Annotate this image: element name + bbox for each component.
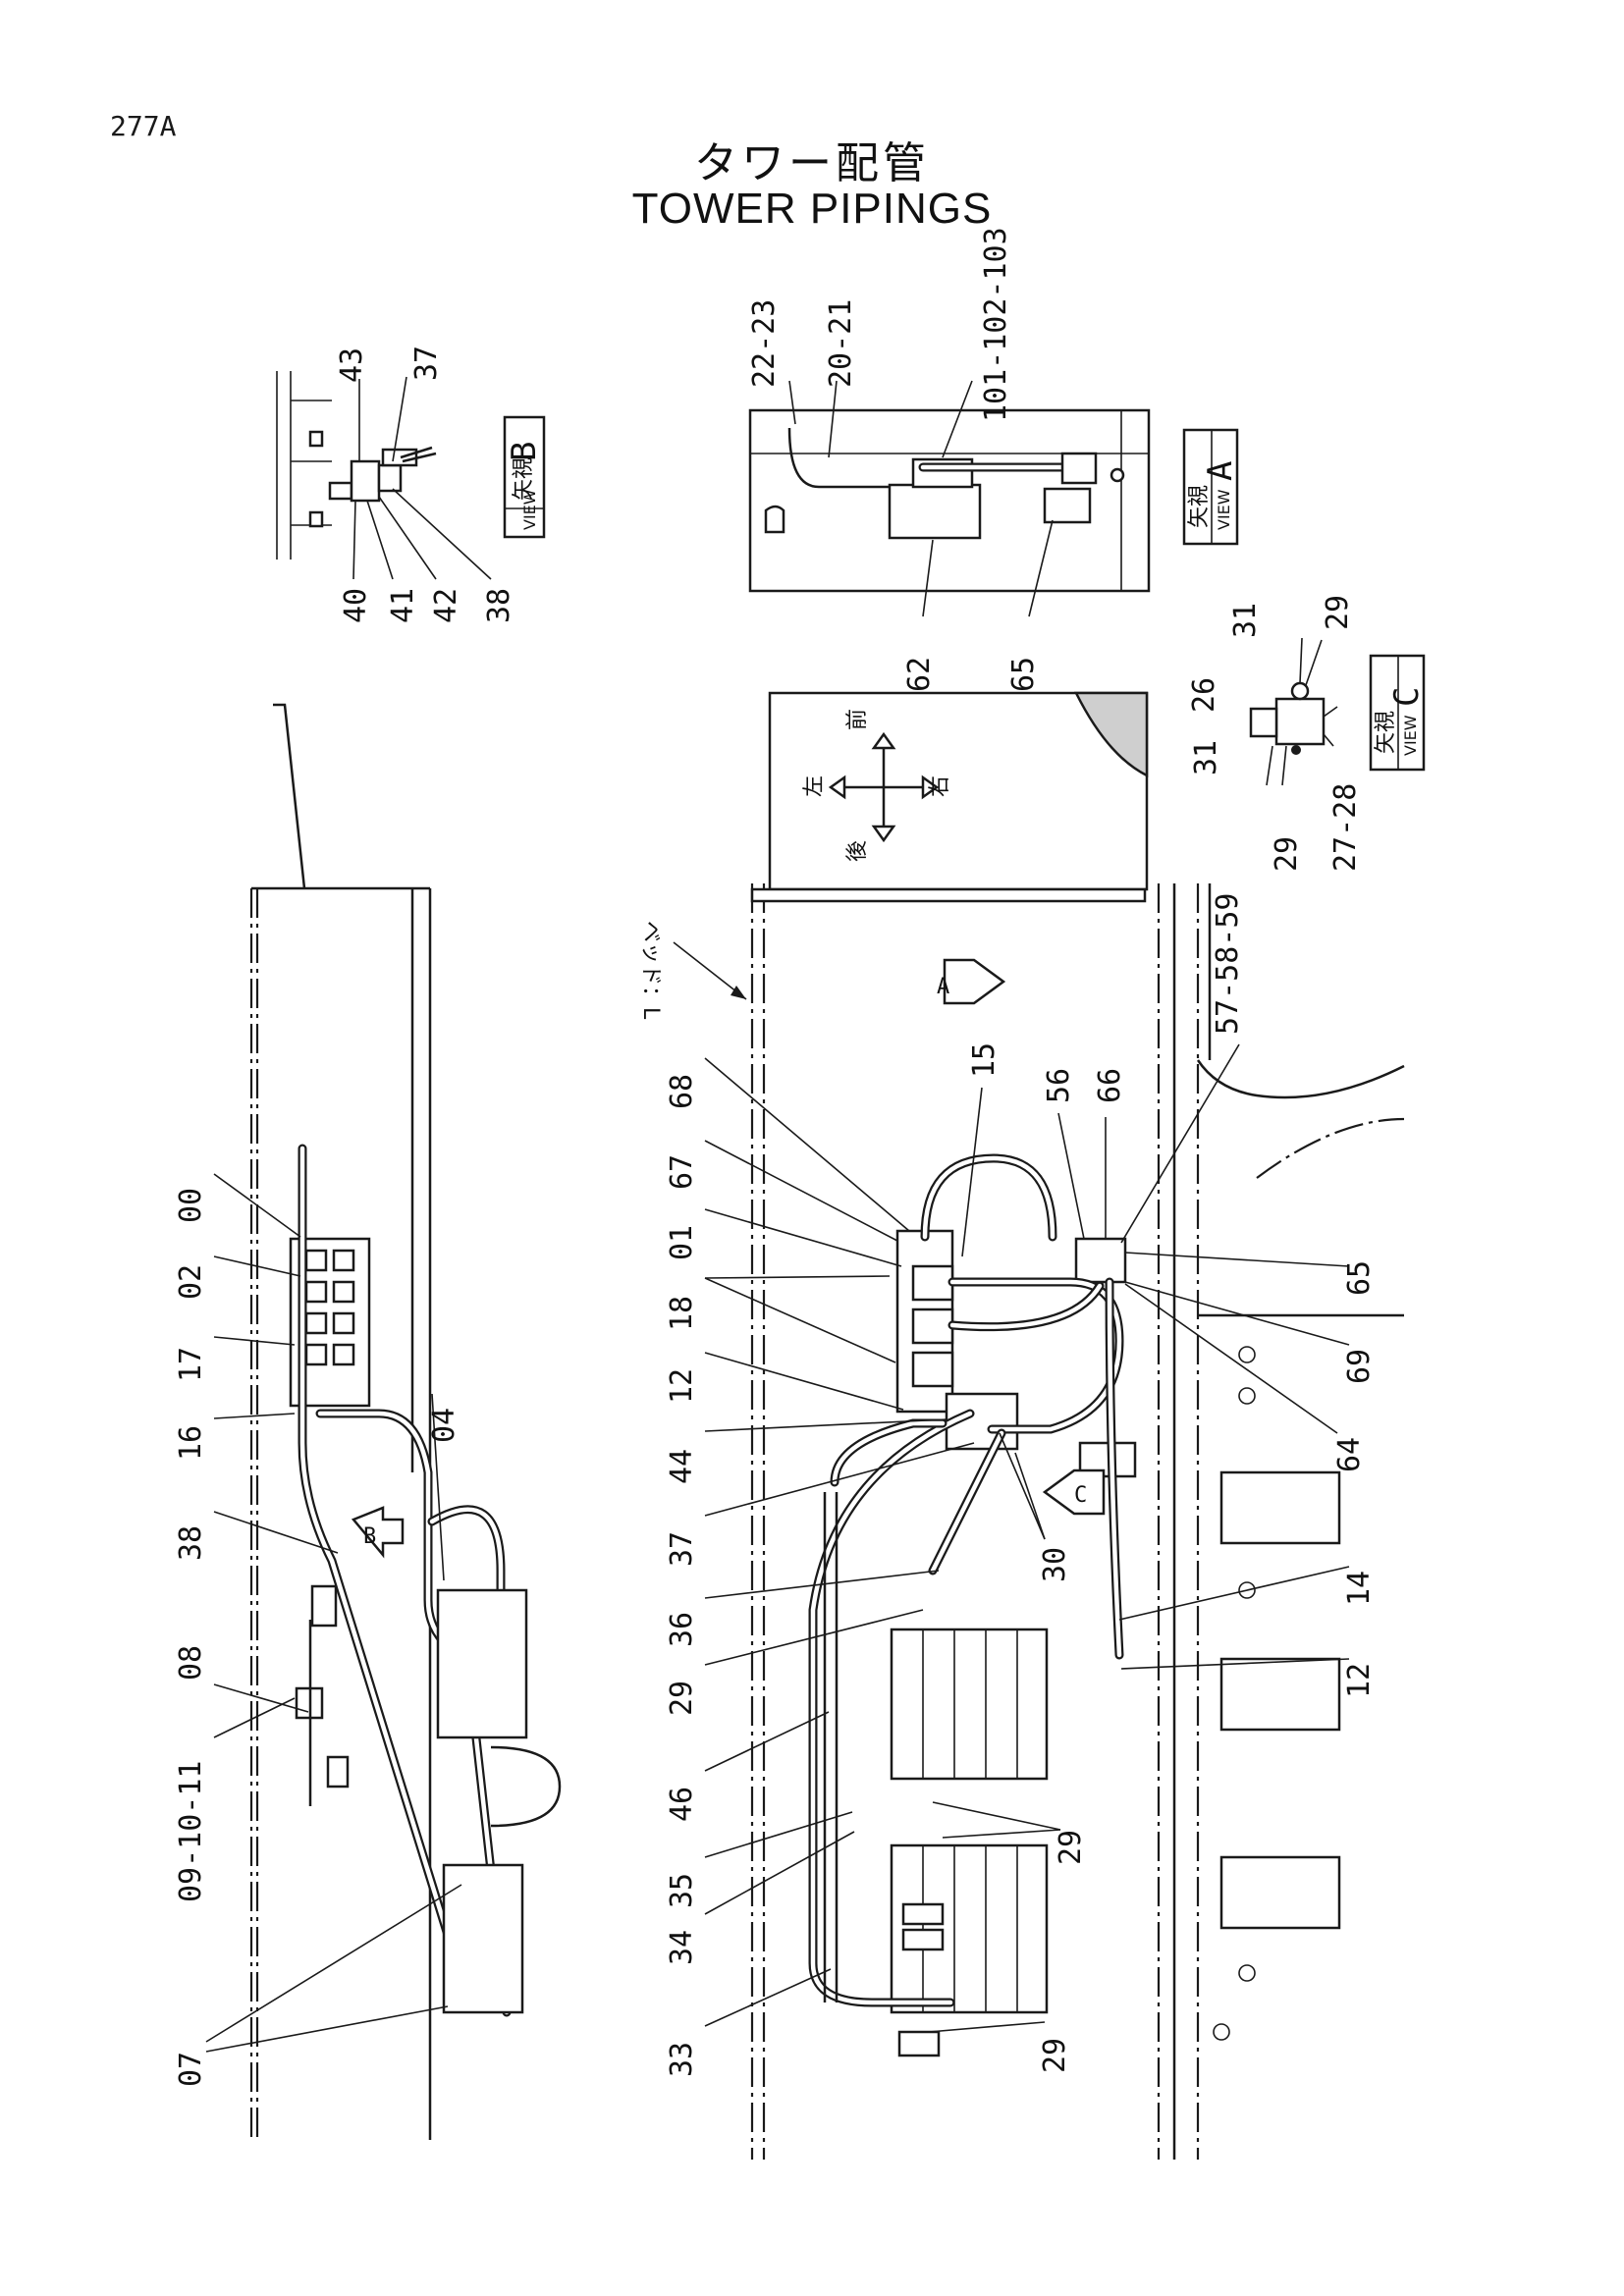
view-c-en: VIEW bbox=[1401, 715, 1420, 756]
callout-64: 64 bbox=[1332, 1437, 1367, 1472]
view-a-callouts: 22-23 20-21 101-102-103 62 65 bbox=[747, 227, 1054, 692]
callout-69: 69 bbox=[1342, 1349, 1377, 1384]
main-assembly: A C 前 後 左 右 ベッド：L bbox=[638, 691, 1405, 2160]
direction-left: 左 bbox=[802, 775, 827, 797]
view-b-callouts: 43 37 40 41 42 38 bbox=[335, 346, 516, 623]
view-a-label: 矢視 VIEW A bbox=[1182, 428, 1240, 546]
bed-note: ベッド：L bbox=[638, 921, 663, 1020]
callout-29a: 29 bbox=[1321, 595, 1355, 630]
callout-29-main-a: 29 bbox=[665, 1681, 699, 1716]
callout-65-main: 65 bbox=[1342, 1260, 1377, 1296]
view-a-en: VIEW bbox=[1215, 489, 1233, 530]
callout-101-103: 101-102-103 bbox=[979, 227, 1013, 422]
view-b-label: 矢視 VIEW B bbox=[505, 442, 544, 530]
callout-41: 41 bbox=[386, 588, 420, 623]
callout-31b: 31 bbox=[1189, 740, 1223, 775]
callout-57-59: 57-58-59 bbox=[1211, 893, 1245, 1036]
view-a-detail bbox=[748, 408, 1151, 593]
callout-08: 08 bbox=[174, 1645, 208, 1681]
callout-22-23: 22-23 bbox=[747, 299, 782, 388]
callout-14: 14 bbox=[1342, 1571, 1377, 1606]
callout-56: 56 bbox=[1042, 1068, 1076, 1103]
arrow-c-marker: C bbox=[1074, 1483, 1087, 1508]
callout-38-left: 38 bbox=[174, 1525, 208, 1561]
callout-46: 46 bbox=[665, 1787, 699, 1822]
callout-04: 04 bbox=[427, 1408, 461, 1443]
callout-20-21: 20-21 bbox=[824, 299, 858, 388]
view-c-label: 矢視 VIEW C bbox=[1369, 654, 1427, 772]
callout-62: 62 bbox=[902, 657, 937, 692]
view-c-jp: 矢視 bbox=[1374, 711, 1398, 754]
callout-15: 15 bbox=[967, 1042, 1001, 1078]
callout-18: 18 bbox=[665, 1296, 699, 1331]
callout-09-11: 09-10-11 bbox=[174, 1761, 208, 1903]
view-a-jp: 矢視 bbox=[1187, 485, 1212, 528]
callout-02: 02 bbox=[174, 1264, 208, 1300]
callout-12a: 12 bbox=[665, 1368, 699, 1404]
callout-67: 67 bbox=[665, 1154, 699, 1190]
view-b-jp: 矢視 bbox=[512, 457, 536, 501]
view-c-callouts: 31 29 26 31 29 27-28 bbox=[1187, 595, 1363, 872]
callout-35: 35 bbox=[665, 1873, 699, 1908]
callout-38: 38 bbox=[482, 588, 516, 623]
view-b-en: VIEW bbox=[520, 489, 539, 530]
callout-65: 65 bbox=[1006, 657, 1041, 692]
callout-36: 36 bbox=[665, 1612, 699, 1647]
callout-17: 17 bbox=[174, 1347, 208, 1382]
callout-34: 34 bbox=[665, 1930, 699, 1965]
callout-29-main-c: 29 bbox=[1038, 2038, 1072, 2073]
callout-29-main-b: 29 bbox=[1054, 1830, 1088, 1865]
left-side-assembly: B bbox=[249, 703, 562, 2140]
view-c-detail bbox=[1249, 637, 1338, 786]
arrow-a-marker: A bbox=[937, 975, 949, 999]
main-callouts: 68 67 01 18 12 44 37 36 29 46 35 34 33 1… bbox=[665, 893, 1377, 2078]
callout-40: 40 bbox=[339, 588, 373, 623]
page-number: 277A bbox=[110, 110, 177, 142]
callout-42: 42 bbox=[429, 588, 463, 623]
title-english: TOWER PIPINGS bbox=[631, 185, 993, 233]
callout-29b: 29 bbox=[1270, 836, 1304, 872]
callout-30: 30 bbox=[1038, 1547, 1072, 1582]
callout-00: 00 bbox=[174, 1188, 208, 1223]
view-b-detail bbox=[276, 371, 546, 580]
direction-front: 前 bbox=[845, 709, 870, 730]
callout-44: 44 bbox=[665, 1449, 699, 1484]
left-callouts: 00 02 17 16 38 04 08 09-10-11 07 bbox=[174, 1173, 462, 2087]
arrow-b-marker: B bbox=[363, 1524, 376, 1549]
callout-37: 37 bbox=[409, 346, 444, 381]
callout-31a: 31 bbox=[1228, 603, 1263, 638]
callout-26: 26 bbox=[1187, 677, 1221, 713]
direction-rear: 後 bbox=[845, 840, 870, 862]
callout-33: 33 bbox=[665, 2042, 699, 2077]
title-japanese: タワー配管 bbox=[694, 138, 930, 188]
callout-66: 66 bbox=[1093, 1068, 1127, 1103]
view-c-letter: C bbox=[1387, 687, 1427, 707]
view-a-letter: A bbox=[1201, 461, 1240, 481]
callout-07: 07 bbox=[174, 2052, 208, 2087]
callout-12b: 12 bbox=[1342, 1663, 1377, 1698]
callout-01: 01 bbox=[665, 1225, 699, 1260]
callout-16: 16 bbox=[174, 1425, 208, 1461]
callout-68: 68 bbox=[665, 1074, 699, 1109]
view-b-letter: B bbox=[505, 442, 544, 461]
callout-43: 43 bbox=[335, 347, 369, 383]
callout-27-28: 27-28 bbox=[1328, 783, 1363, 872]
callout-37-main: 37 bbox=[665, 1531, 699, 1567]
direction-right: 右 bbox=[928, 775, 952, 797]
